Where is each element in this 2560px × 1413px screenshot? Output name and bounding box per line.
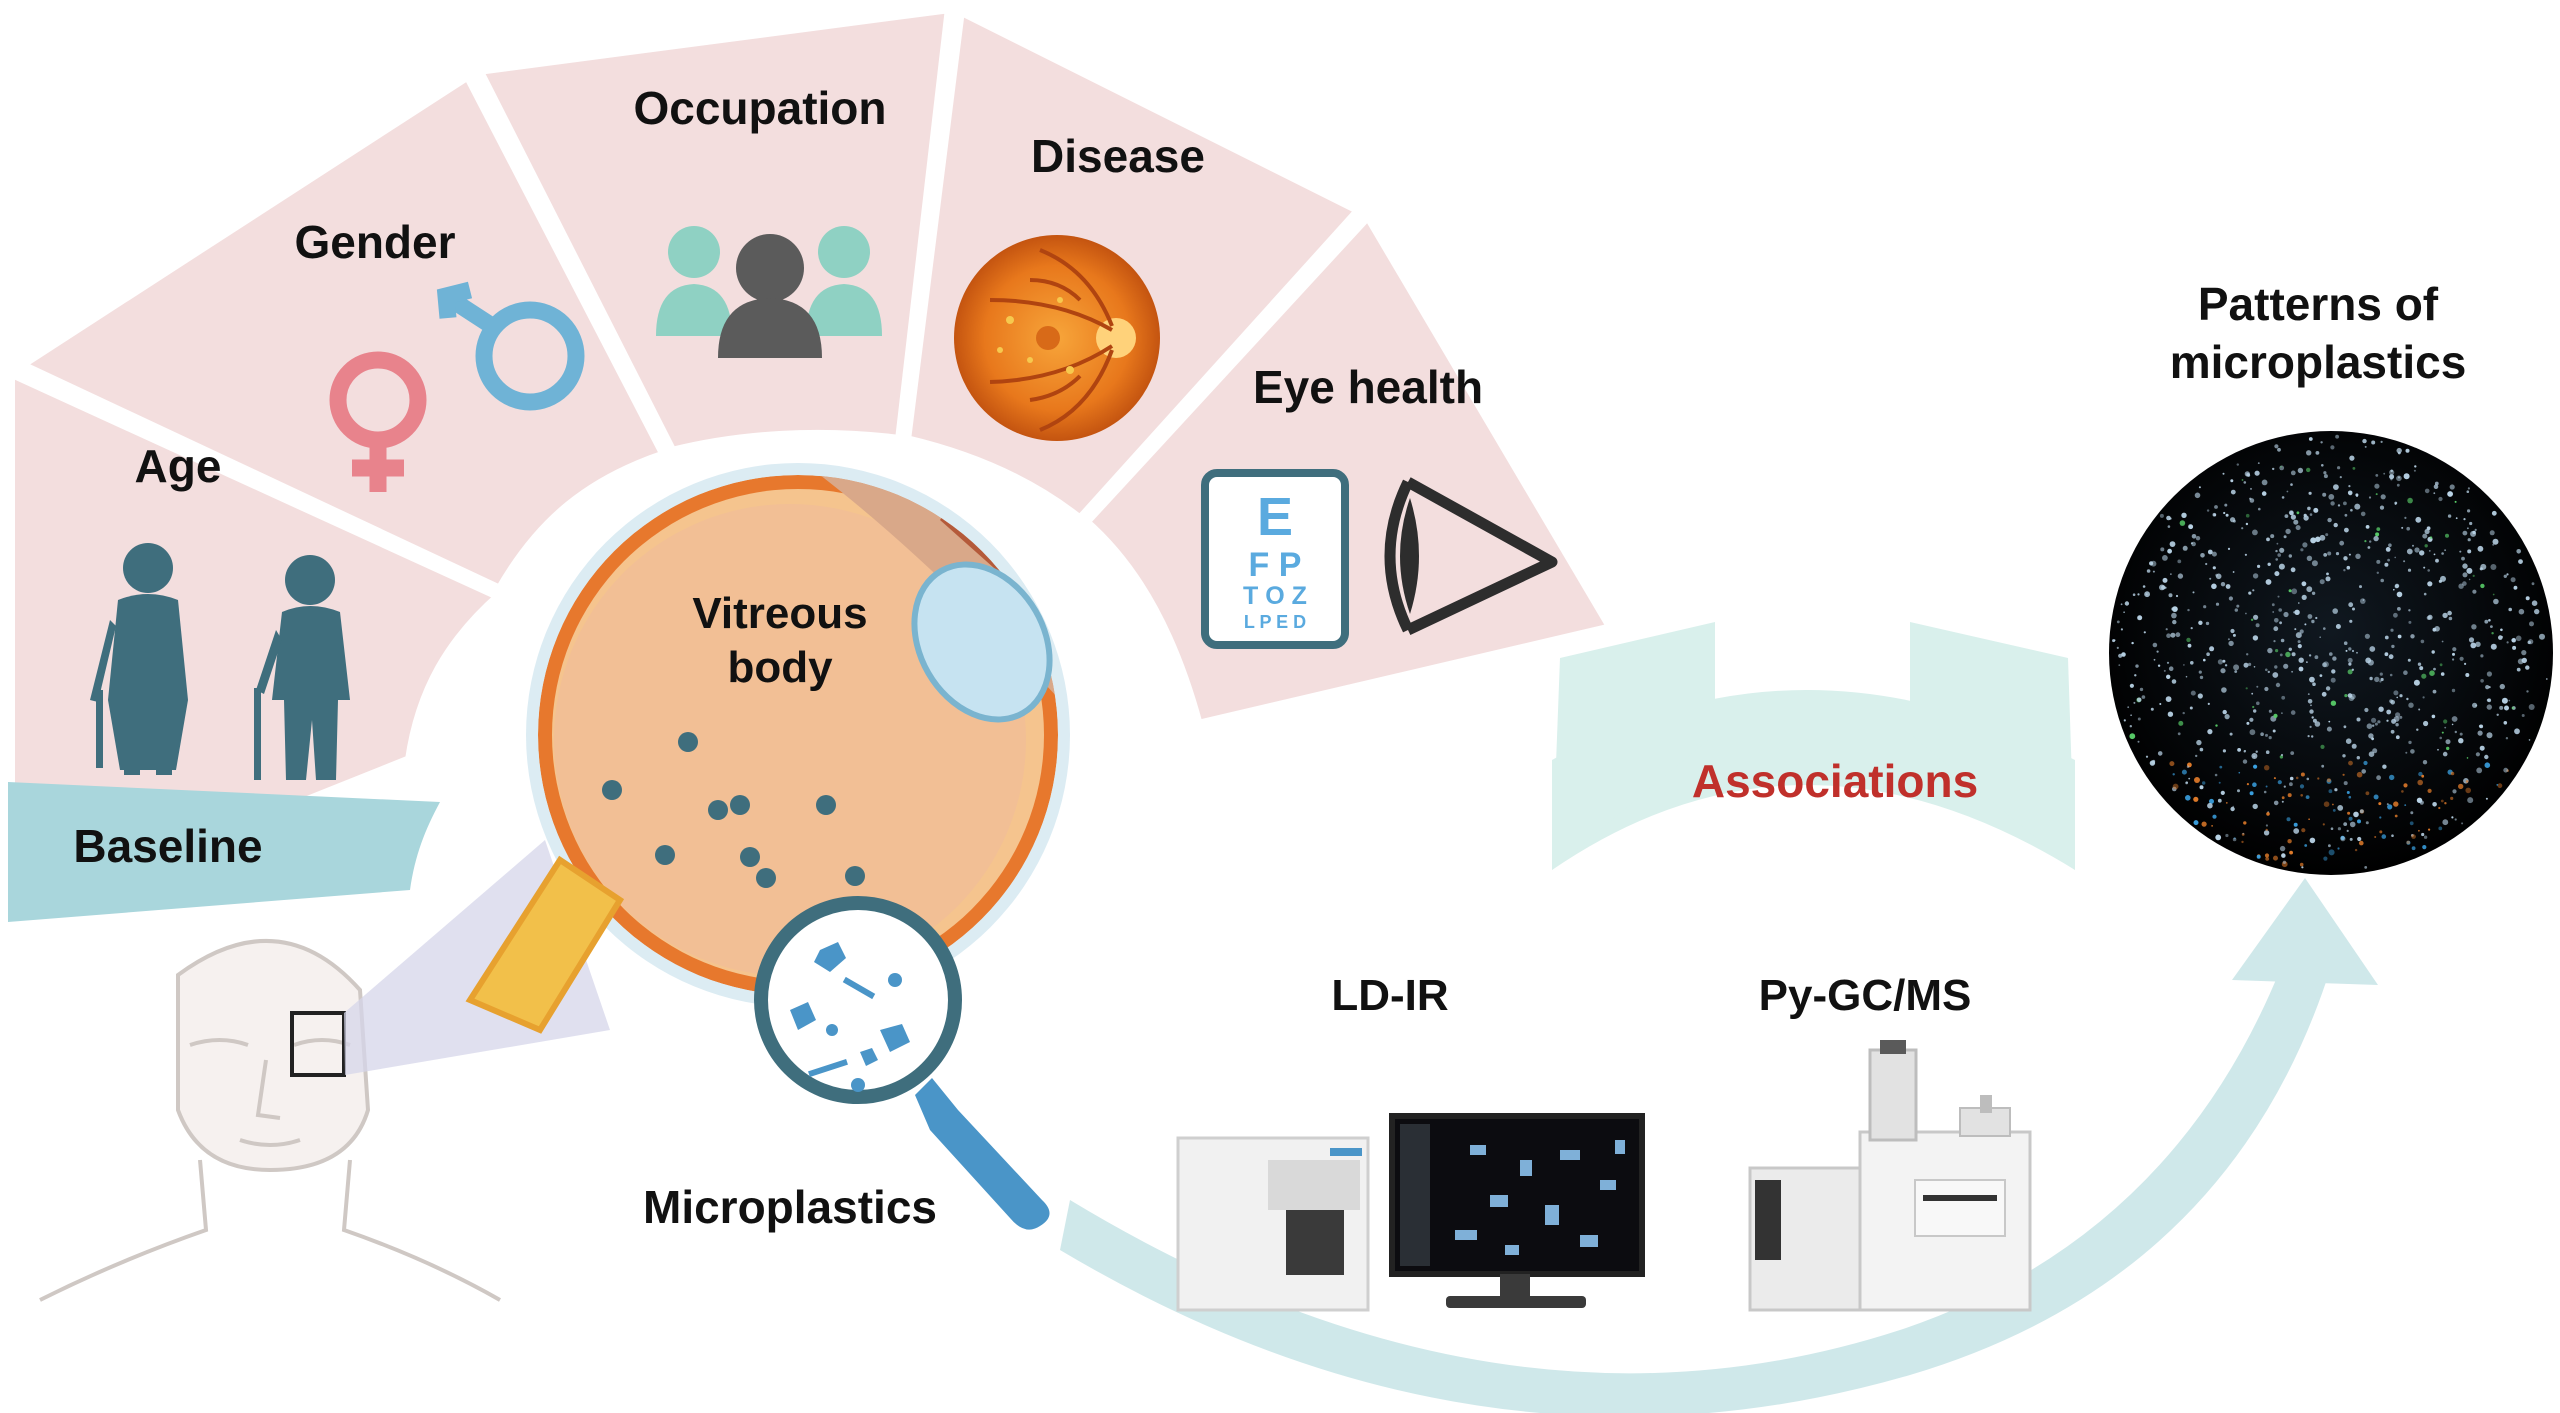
label-patterns-line2: microplastics [2170, 336, 2467, 388]
lens [911, 561, 1053, 723]
eye-profile-icon [1384, 477, 1558, 635]
retina-fundus-icon [954, 235, 1160, 441]
snellen-chart-icon: E F P T O Z L P E D [1201, 469, 1349, 649]
label-gender: Gender [294, 216, 455, 268]
label-patterns-line1: Patterns of [2198, 278, 2439, 330]
optic-nerve [465, 855, 625, 1034]
eye-cross-section [465, 463, 1070, 1034]
label-vitreous-line2: body [727, 643, 833, 692]
microplastics-pattern-image [2109, 431, 2553, 875]
elderly-people-icon [90, 543, 350, 780]
label-associations: Associations [1692, 755, 1978, 807]
ldir-instrument [1176, 1136, 1370, 1312]
label-vitreous-line1: Vitreous [692, 589, 867, 638]
baseline-band [8, 782, 440, 922]
chart-row-1: E [1257, 487, 1293, 547]
label-disease: Disease [1031, 130, 1205, 182]
label-ldir: LD-IR [1331, 971, 1448, 1020]
magnifier-icon [754, 896, 1050, 1230]
label-eye-health: Eye health [1253, 361, 1483, 413]
label-occupation: Occupation [633, 82, 886, 134]
segment-age [5, 364, 510, 928]
chart-row-4: L P E D [1244, 612, 1306, 632]
label-baseline: Baseline [73, 820, 262, 872]
human-face-outline [39, 938, 501, 1302]
segment-occupation [470, 2, 956, 458]
label-age: Age [135, 440, 222, 492]
chart-row-2: F P [1249, 546, 1302, 584]
people-group-icon [656, 226, 882, 358]
associations-arrows [1552, 622, 2075, 870]
computer-monitor [1389, 1113, 1645, 1308]
microplastic-particles [602, 732, 865, 888]
segment-gender [9, 67, 673, 597]
pygcms-instrument [1748, 1040, 2032, 1312]
label-microplastics: Microplastics [643, 1181, 937, 1233]
label-pygcms: Py-GC/MS [1759, 971, 1972, 1020]
gender-symbols-icon [329, 281, 585, 492]
eye-zoom-box [290, 1011, 346, 1077]
chart-row-3: T O Z [1243, 582, 1307, 610]
